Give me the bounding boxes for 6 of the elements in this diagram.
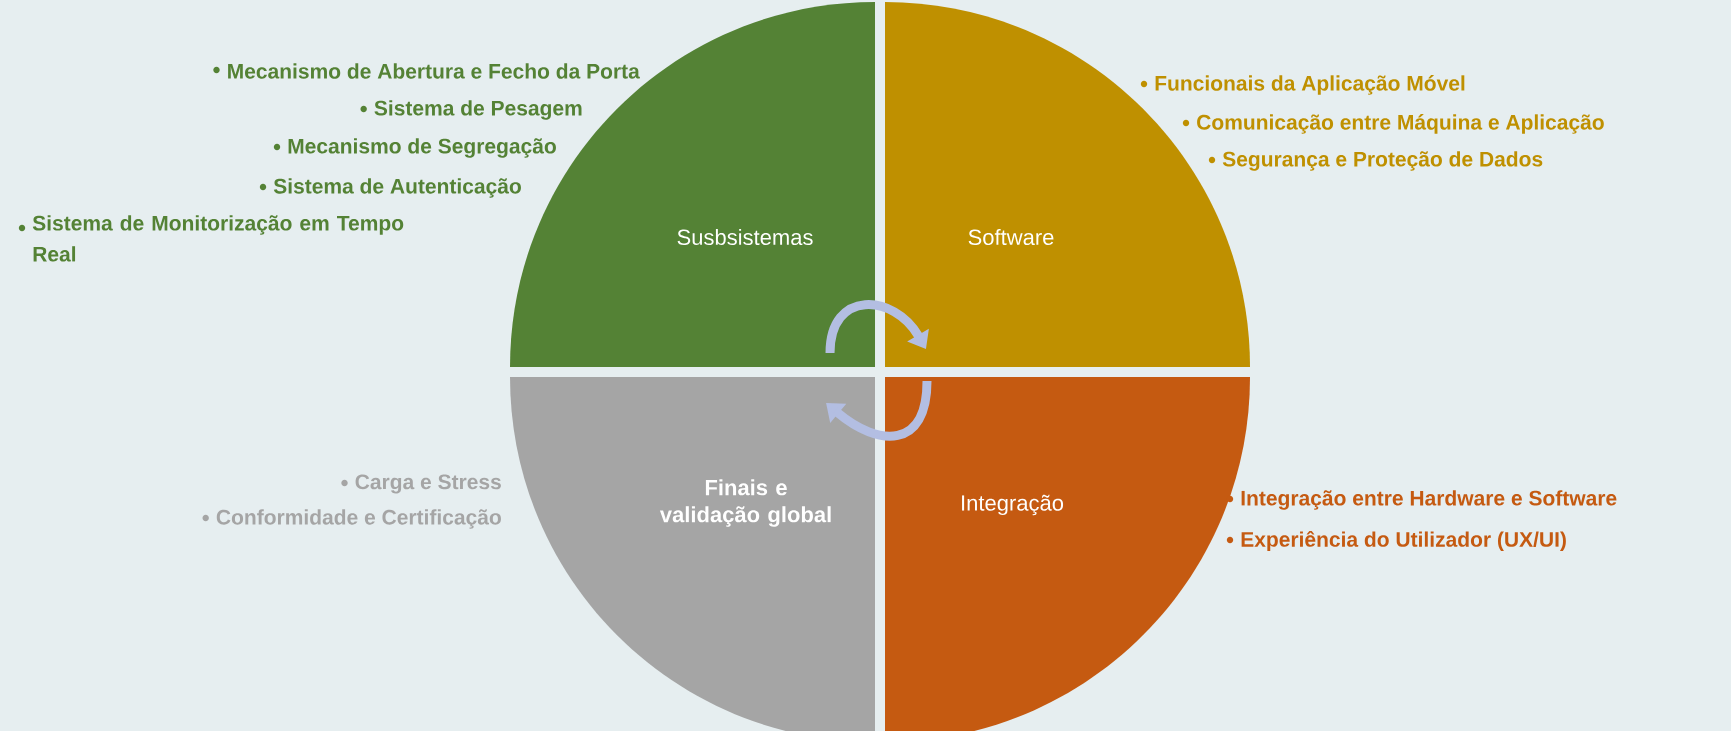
curved-arrow	[825, 300, 929, 354]
list-item: Sistema de Monitorização em Tempo Real	[32, 215, 404, 262]
quadrant-wedge: Finais e validação global	[510, 377, 875, 731]
list-item: Carga e Stress	[355, 474, 501, 494]
list-item: Conformidade e Certificação	[216, 509, 501, 529]
curved-arrow	[826, 380, 932, 441]
